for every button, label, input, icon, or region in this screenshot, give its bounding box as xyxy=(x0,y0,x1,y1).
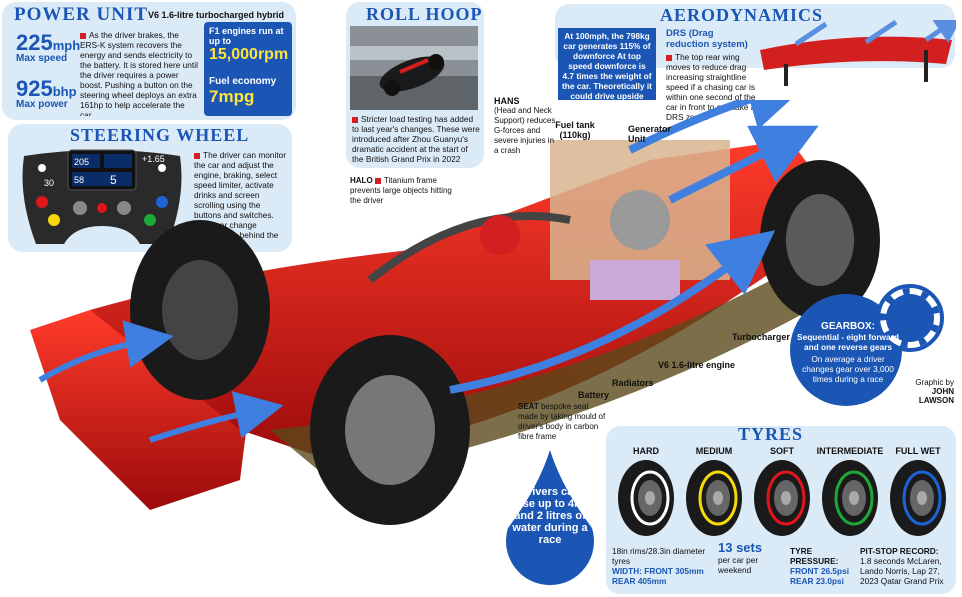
fuel-tank-label: Fuel tank (110kg) xyxy=(555,120,595,140)
tyre-compound: INTERMEDIATE xyxy=(816,446,884,542)
tyre-rims: 18in rims/28.3in diameter tyres WIDTH: F… xyxy=(612,546,706,586)
hans-label: HANS (Head and Neck Support) reduces G-f… xyxy=(494,96,556,155)
gearbox-text: GEARBOX: Sequential - eight forward and … xyxy=(797,321,899,385)
tyre-icon xyxy=(686,460,742,536)
power-label: Max power xyxy=(16,99,68,110)
gear-icon xyxy=(876,284,944,352)
engine-label: V6 1.6-litre engine xyxy=(658,360,736,370)
seat-label: SEAT bespoke seat made by taking mould o… xyxy=(518,402,606,441)
power-unit-description: As the driver brakes, the ERS-K system r… xyxy=(80,30,198,116)
power-unit-title: POWER UNIT xyxy=(14,4,149,25)
sw-display-4: 5 xyxy=(110,173,117,187)
speed-label: Max speed xyxy=(16,53,68,64)
tyre-compound-label: FULL WET xyxy=(895,446,941,456)
power-unit-label: bhp xyxy=(52,84,77,99)
economy-label: Fuel economy xyxy=(209,76,277,87)
radiators-label: Radiators xyxy=(612,378,654,388)
engines-label: F1 engines run at up to xyxy=(209,26,284,46)
tyre-icon xyxy=(890,460,946,536)
max-power: 925bhp Max power xyxy=(16,76,77,110)
credit: Graphic by JOHN LAWSON xyxy=(915,378,954,405)
roll-hoop-description: Stricter load testing has added to last … xyxy=(352,114,480,164)
sw-display-3: 30 xyxy=(44,178,54,188)
tyre-compound-label: HARD xyxy=(633,446,659,456)
speed-unit: mph xyxy=(52,38,81,53)
speed-value: 225 xyxy=(16,30,53,55)
engines-value: 15,000rpm xyxy=(209,46,289,63)
f1-car-illustration xyxy=(30,100,880,525)
rear-wing-image xyxy=(760,20,956,86)
tyre-compound: MEDIUM xyxy=(680,446,748,542)
tyre-sets: 13 sets per car per weekend xyxy=(718,540,763,575)
tyre-compound: SOFT xyxy=(748,446,816,542)
crash-photo xyxy=(350,26,478,110)
roll-hoop-title: ROLL HOOP xyxy=(366,4,483,24)
drs-text: The top rear wing moves to reduce drag i… xyxy=(666,52,758,122)
engines-box: F1 engines run at up to 15,000rpm Fuel e… xyxy=(204,22,292,116)
tyre-icon xyxy=(618,460,674,536)
power-value: 925 xyxy=(16,76,53,101)
water-drop-icon xyxy=(506,450,594,586)
max-speed: 225mph Max speed xyxy=(16,30,80,64)
tyre-compound-label: MEDIUM xyxy=(695,446,733,456)
drs-title: DRS (Drag reduction system) xyxy=(666,28,748,50)
tyres-title: TYRES xyxy=(738,424,804,444)
generator-label: Generator Unit xyxy=(628,124,672,144)
tyre-compound: FULL WET xyxy=(884,446,952,542)
tyre-compound-label: INTERMEDIATE xyxy=(816,446,884,456)
tyre-pressure: TYRE PRESSURE: FRONT 26.5psi REAR 23.0ps… xyxy=(790,546,850,586)
tyre-icon xyxy=(754,460,810,536)
sw-display-2: 58 xyxy=(74,175,84,185)
turbocharger-label: Turbocharger xyxy=(732,332,790,342)
economy-value: 7mpg xyxy=(209,87,255,106)
tyre-row: HARD MEDIUM SOFT INTERMEDIATE FULL WET xyxy=(612,446,952,542)
tyre-compound: HARD xyxy=(612,446,680,542)
steering-wheel-title: STEERING WHEEL xyxy=(70,125,250,145)
power-unit-subtitle: V6 1.6-litre turbocharged hybrid xyxy=(148,10,285,20)
sw-display-1: 205 xyxy=(74,157,89,167)
pitstop-record: PIT-STOP RECORD: 1.8 seconds McLaren, La… xyxy=(860,546,944,586)
sw-display-5: +1.65 xyxy=(142,154,165,164)
water-drop-text: Drivers can lose up to 4kg and 2 litres … xyxy=(512,486,588,546)
halo-label: HALO Titanium frame prevents large objec… xyxy=(350,176,452,205)
tyre-icon xyxy=(822,460,878,536)
tyre-compound-label: SOFT xyxy=(770,446,794,456)
steering-wheel-image: 205 58 30 5 +1.65 xyxy=(22,149,182,244)
downforce-box: At 100mph, the 798kg car generates 115% … xyxy=(558,28,656,111)
aero-title: AERODYNAMICS xyxy=(660,5,824,25)
battery-label: Battery xyxy=(578,390,610,400)
